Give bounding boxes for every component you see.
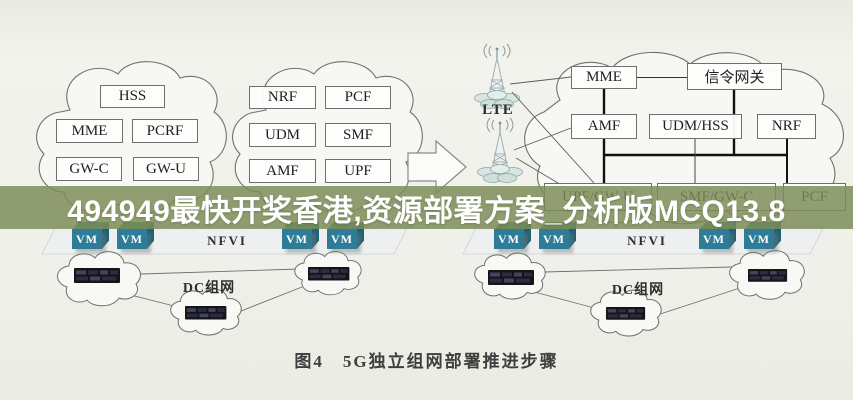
target-node-nrf: NRF	[757, 114, 816, 139]
server-rack-icon	[185, 306, 227, 320]
vm-cube-label: VM	[72, 229, 102, 249]
vm-cube-label: VM	[117, 229, 147, 249]
watermark-banner: 494949最快开奖香港,资源部署方案_分析版MCQ13.8	[0, 186, 853, 229]
vm-cube: VM	[494, 220, 532, 252]
vm-cube: VM	[539, 220, 577, 252]
epc-node-pcrf: PCRF	[132, 119, 198, 143]
core5g-node-pcf: PCF	[325, 86, 391, 109]
server-rack-icon	[308, 267, 350, 281]
server-rack-icon	[606, 307, 646, 320]
server-rack-icon	[74, 268, 120, 283]
core5g-node-nrf: NRF	[249, 86, 316, 109]
dc-network-right	[526, 266, 741, 316]
epc-node-gw-u: GW-U	[133, 157, 199, 181]
watermark-banner-text: 494949最快开奖香港,资源部署方案_分析版MCQ13.8	[67, 194, 786, 228]
core-connector-lines	[602, 77, 788, 183]
core5g-node-smf: SMF	[325, 123, 391, 147]
vm-cube: VM	[282, 220, 320, 252]
lte-tower-icon	[473, 43, 521, 110]
lte-label: LTE	[482, 102, 514, 118]
vm-cube-label: VM	[327, 229, 357, 249]
core5g-node-upf: UPF	[325, 159, 391, 183]
nr-tower-icon	[476, 117, 524, 184]
vm-cube-label: VM	[494, 229, 524, 249]
server-rack-icon	[748, 269, 788, 282]
core5g-node-amf: AMF	[249, 159, 316, 183]
target-node-amf: AMF	[571, 114, 637, 139]
nfvi-label-right: NFVI	[627, 233, 667, 248]
vm-cube: VM	[72, 220, 110, 252]
vm-cube: VM	[744, 220, 782, 252]
nfvi-label-left: NFVI	[207, 233, 247, 248]
vm-cube-label: VM	[699, 229, 729, 249]
figure-caption: 图4 5G独立组网部署推进步骤	[294, 352, 559, 371]
dc-network-label-left: DC组网	[182, 281, 236, 296]
vm-cube-label: VM	[744, 229, 774, 249]
vm-cube: VM	[327, 220, 365, 252]
server-rack-icon	[488, 270, 534, 285]
vm-cube: VM	[699, 220, 737, 252]
core5g-node-udm: UDM	[249, 123, 316, 147]
target-node-signaling-gateway: 信令网关	[687, 63, 782, 90]
transition-arrow-icon	[407, 139, 467, 195]
epc-node-gw-c: GW-C	[56, 157, 122, 181]
dc-network-label-right: DC组网	[611, 283, 665, 298]
vm-cube: VM	[117, 220, 155, 252]
target-node-udm-hss: UDM/HSS	[649, 114, 742, 139]
vm-cube-label: VM	[282, 229, 312, 249]
epc-node-mme: MME	[56, 119, 123, 143]
target-node-mme: MME	[571, 66, 637, 89]
epc-node-hss: HSS	[100, 85, 165, 108]
vm-cube-label: VM	[539, 229, 569, 249]
